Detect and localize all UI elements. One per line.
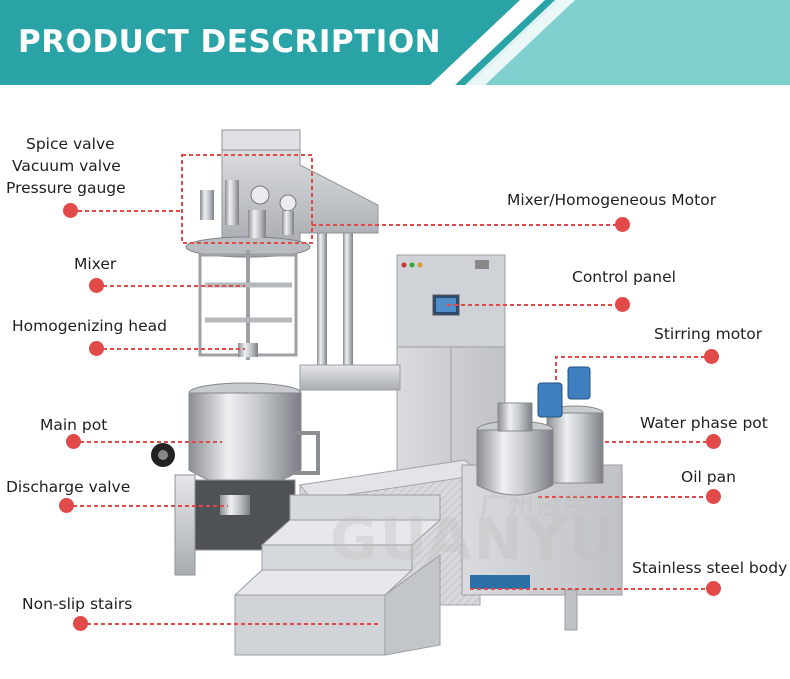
label-mixer: Mixer	[74, 255, 117, 273]
callout-dot-homogenizing-head	[89, 341, 104, 356]
label-main-pot: Main pot	[40, 416, 108, 434]
callout-dot-stirring-motor	[704, 349, 719, 364]
callout-dot-stainless-steel-body	[706, 581, 721, 596]
label-vacuum-valve: Vacuum valve	[12, 157, 121, 175]
label-water-phase-pot: Water phase pot	[640, 414, 768, 432]
label-homogenizing-head: Homogenizing head	[12, 317, 167, 335]
label-non-slip-stairs: Non-slip stairs	[22, 595, 133, 613]
callout-dot-mixer	[89, 278, 104, 293]
callout-dot-valves	[63, 203, 78, 218]
chinese-watermark: 广州冠宇	[480, 491, 593, 521]
label-discharge-valve: Discharge valve	[6, 478, 131, 496]
label-stainless-steel-body: Stainless steel body	[632, 559, 788, 577]
label-control-panel: Control panel	[572, 268, 676, 286]
label-oil-pan: Oil pan	[681, 468, 736, 486]
callout-dot-non-slip-stairs	[73, 616, 88, 631]
label-pressure-gauge: Pressure gauge	[6, 179, 126, 197]
callout-dot-discharge-valve	[59, 498, 74, 513]
callout-dot-control-panel	[615, 297, 630, 312]
brand-watermark: GUANYU	[330, 505, 618, 573]
callout-dot-mixer-motor	[615, 217, 630, 232]
machine-illustration	[66, 129, 713, 656]
page-title: PRODUCT DESCRIPTION	[18, 24, 442, 60]
callout-dot-water-phase-pot	[706, 434, 721, 449]
product-diagram: GUANYU 广州冠宇 Spice valve Vacuum valve Pre…	[0, 85, 790, 679]
callout-dot-main-pot	[66, 434, 81, 449]
label-stirring-motor: Stirring motor	[654, 325, 763, 343]
callout-dot-oil-pan	[706, 489, 721, 504]
label-mixer-motor: Mixer/Homogeneous Motor	[507, 191, 717, 209]
banner-graphic	[0, 0, 790, 85]
label-spice-valve: Spice valve	[26, 135, 115, 153]
header-banner: PRODUCT DESCRIPTION	[0, 0, 790, 85]
